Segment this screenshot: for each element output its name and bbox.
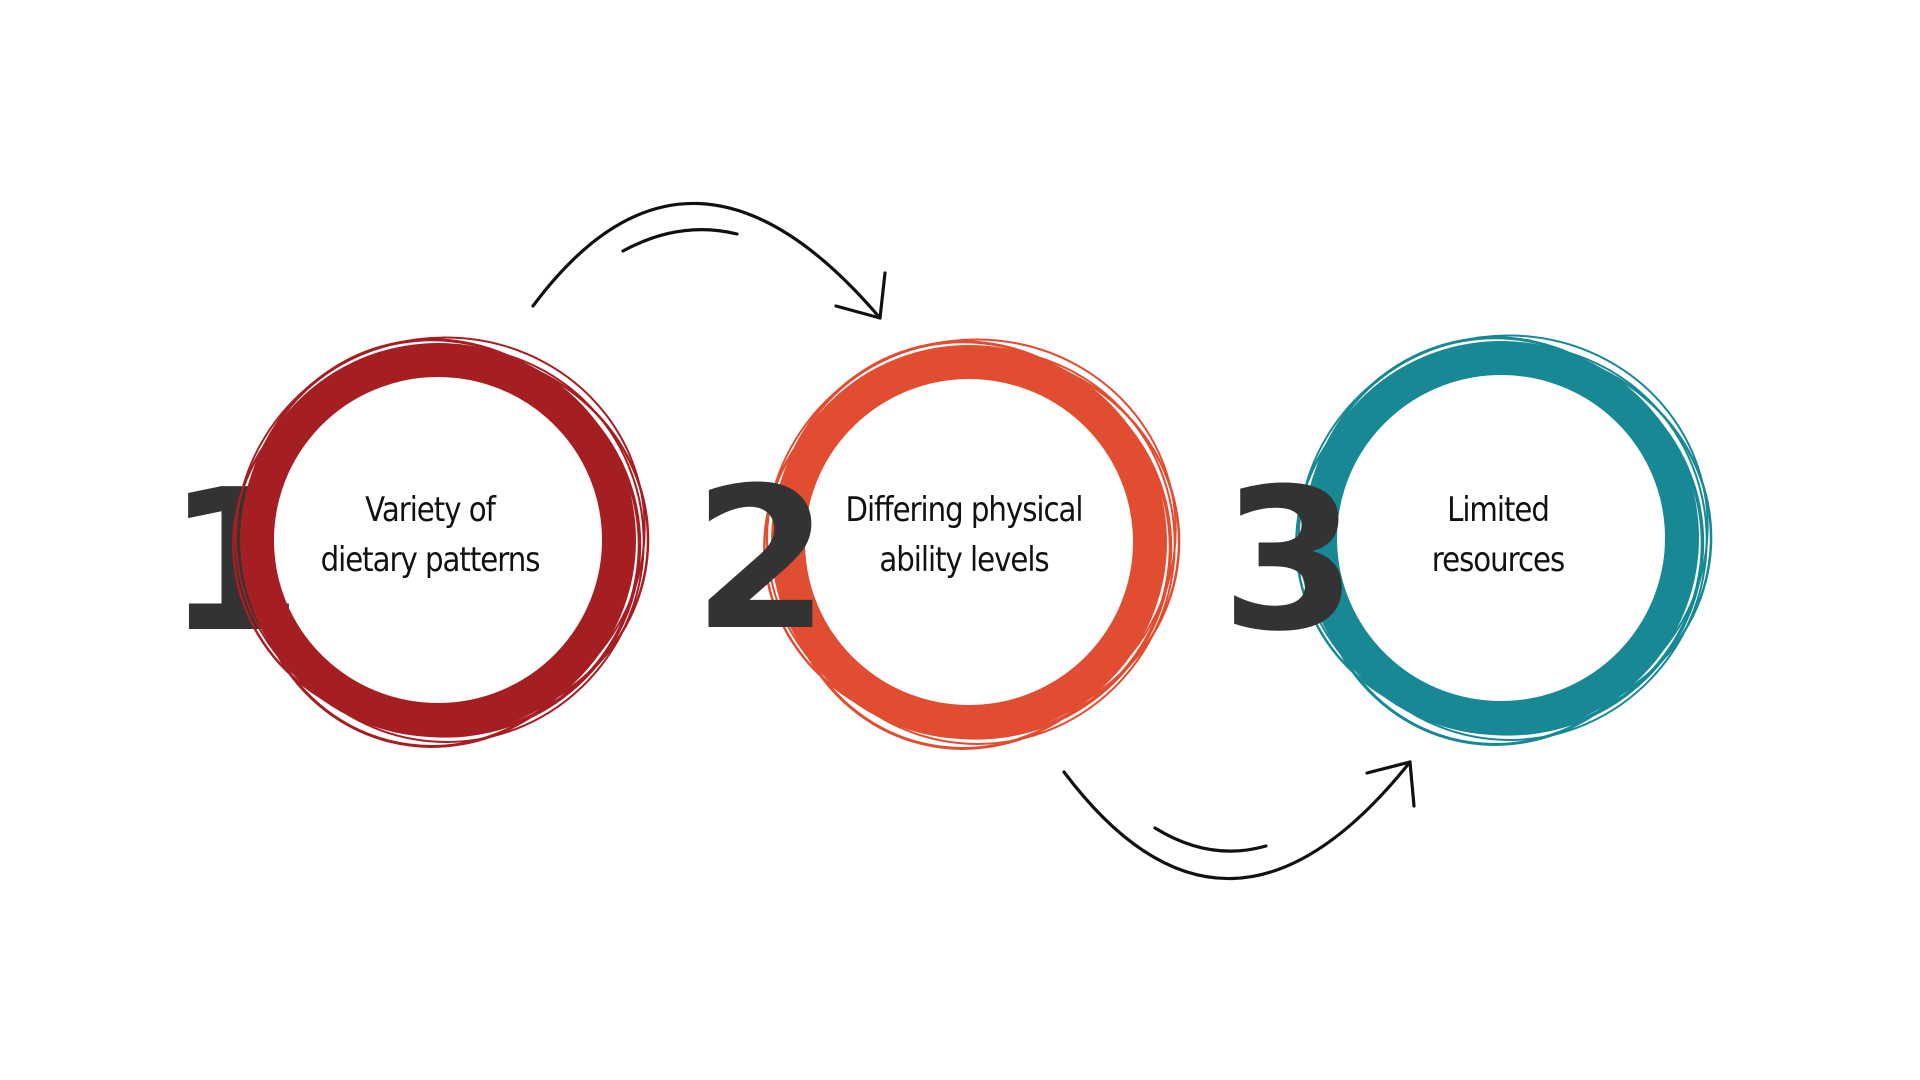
- ring-sketch-stroke: [763, 358, 1164, 732]
- step-label-1-line-2: dietary patterns: [320, 540, 541, 580]
- ring-sketch-stroke: [232, 356, 633, 730]
- step-number-2: 2: [693, 446, 829, 674]
- arrow-curve: [531, 201, 882, 320]
- arrow-step2-to-step3: [1062, 760, 1416, 881]
- ring-main-stroke: [1303, 340, 1699, 736]
- step-ring-3: [1295, 334, 1713, 746]
- step-ring-2: [763, 338, 1181, 750]
- ring-sketch-stroke: [244, 349, 650, 728]
- step-label-2-line-2: ability levels: [879, 540, 1049, 580]
- ring-sketch-stroke: [245, 349, 642, 738]
- ring-sketch-stroke: [765, 338, 1177, 732]
- arrow-inner-stroke: [621, 228, 739, 253]
- step-label-2: Differing physical ability levels: [826, 485, 1101, 585]
- step-label-3-line-2: resources: [1431, 540, 1565, 580]
- step-label-3: Limited resources: [1360, 485, 1635, 585]
- ring-main-stroke: [240, 342, 636, 738]
- arrow-inner-stroke: [1153, 826, 1268, 853]
- arrow-curve: [1062, 760, 1412, 881]
- ring-sketch-stroke: [784, 348, 1176, 745]
- step-label-3-line-1: Limited: [1447, 490, 1550, 530]
- step-label-2-line-1: Differing physical: [845, 490, 1083, 530]
- step-label-1-line-1: Variety of: [365, 490, 496, 530]
- ring-sketch-stroke: [1295, 354, 1696, 728]
- ring-sketch-stroke: [775, 351, 1181, 730]
- arrowhead-icon: [1365, 760, 1416, 808]
- step-ring-1: [232, 336, 650, 748]
- ring-sketch-stroke: [1307, 347, 1713, 726]
- ring-sketch-stroke: [1316, 344, 1708, 741]
- ring-sketch-stroke: [1297, 334, 1709, 728]
- ring-sketch-stroke: [1308, 347, 1705, 736]
- ring-sketch-stroke: [234, 336, 646, 730]
- ring-sketch-stroke: [253, 346, 645, 743]
- ring-main-stroke: [771, 344, 1167, 740]
- ring-sketch-stroke: [776, 351, 1173, 740]
- arrowhead-icon: [834, 271, 887, 320]
- step-label-1: Variety of dietary patterns: [292, 485, 567, 585]
- arrow-step1-to-step2: [531, 201, 887, 320]
- step-number-3: 3: [1221, 447, 1357, 675]
